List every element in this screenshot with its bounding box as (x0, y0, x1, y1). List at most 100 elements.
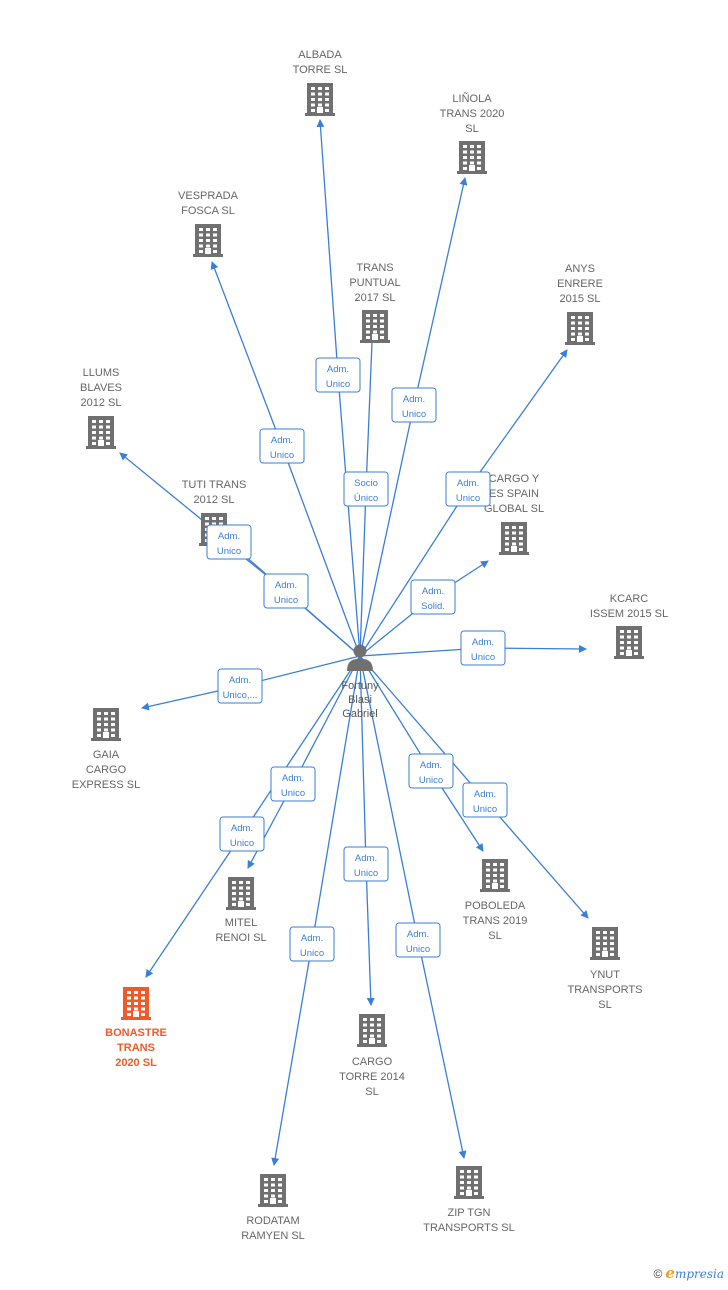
company-label: GLOBAL SL (484, 503, 544, 515)
role-label-text: Unico (456, 493, 480, 504)
role-label-kcarc: Adm. Unico (460, 630, 506, 666)
role-label-llums: Adm.Unico (206, 524, 252, 560)
building-icon (565, 312, 595, 345)
role-label-ziptgn: Adm. Unico (395, 922, 441, 958)
building-icon (91, 708, 121, 741)
role-label-text: Adm. (407, 929, 429, 940)
company-label: BONASTRE (105, 1027, 167, 1039)
role-label-text: Unico (281, 788, 305, 799)
building-icon (305, 83, 335, 116)
role-label-linola: Adm.Unico (391, 387, 437, 423)
company-label: CARGO (352, 1056, 393, 1068)
building-icon (258, 1174, 288, 1207)
building-icon (499, 522, 529, 555)
company-label: TRANSPORTS SL (423, 1222, 515, 1234)
role-label-text: Unico (406, 944, 430, 955)
company-label: TORRE 2014 (339, 1071, 405, 1083)
company-label: SL (598, 999, 611, 1011)
company-label: TRANS (117, 1042, 155, 1054)
company-label: 2017 SL (355, 292, 396, 304)
role-label-text: Unico (473, 804, 497, 815)
company-label: TORRE SL (293, 64, 348, 76)
role-label-text: Unico (270, 450, 294, 461)
building-icon (457, 141, 487, 174)
role-label-text: Adm. (474, 789, 496, 800)
company-node-ziptgn[interactable]: ZIP TGN TRANSPORTS SL (423, 1166, 515, 1234)
role-label-text: Unico (471, 652, 495, 663)
role-label-bonastre: Adm.Unico (219, 816, 265, 852)
company-label: ZIP TGN (448, 1207, 491, 1219)
company-label: ENRERE (557, 278, 603, 290)
company-label: TUTI TRANS (182, 479, 247, 491)
company-label: 2012 SL (194, 494, 235, 506)
company-label: TRANS 2019 (463, 915, 528, 927)
company-node-albada[interactable]: ALBADA TORRE SL (293, 49, 348, 116)
person-label: Gabriel (342, 708, 377, 720)
role-label-text: Adm. (355, 853, 377, 864)
role-label-mitel: Adm. Unico (270, 766, 316, 802)
role-label-text: Unico (326, 379, 350, 390)
company-label: CARGO Y (489, 473, 540, 485)
company-label: CARGO (86, 764, 127, 776)
role-label-text: Unico (274, 595, 298, 606)
brand-name: mpresia (674, 1267, 724, 1281)
role-label-gaia: Adm.Unico,... (217, 668, 263, 704)
role-label-vesprada: Adm. Unico (259, 428, 305, 464)
role-label-cargospain: Adm.Solid. (410, 579, 456, 615)
role-label-text: Unico (217, 546, 241, 557)
company-label: KCARC (610, 593, 649, 605)
edge-to-rodatam (271, 655, 361, 1166)
role-label-ynut: Adm. Unico (462, 782, 508, 818)
company-label: SL (365, 1086, 378, 1098)
role-label-text: Socio (354, 478, 378, 489)
company-label: RAMYEN SL (241, 1230, 305, 1242)
company-label: 2012 SL (81, 397, 122, 409)
role-label-text: Adm. (327, 364, 349, 375)
role-label-text: Adm. (472, 637, 494, 648)
role-label-anys: Adm. Unico (445, 471, 491, 507)
company-node-mitel[interactable]: MITEL RENOI SL (215, 877, 267, 944)
role-label-text: Adm. (271, 435, 293, 446)
role-label-cargotorre: Adm.Unico (343, 846, 389, 882)
company-label: PUNTUAL (349, 277, 400, 289)
company-label: TRANS 2020 (440, 108, 505, 120)
role-label-text: Unico (419, 775, 443, 786)
role-label-text: Unico (230, 838, 254, 849)
company-label: MITEL (225, 917, 257, 929)
role-label-text: Adm. (457, 478, 479, 489)
company-label: SL (488, 930, 501, 942)
company-label: TRANS (356, 262, 393, 274)
building-icon (86, 416, 116, 449)
company-node-transpuntual[interactable]: TRANS PUNTUAL 2017 SL (349, 262, 401, 343)
company-label: BLAVES (80, 382, 122, 394)
company-label: 2015 SL (560, 293, 601, 305)
company-label: FOSCA SL (181, 205, 235, 217)
role-label-text: Adm. (282, 773, 304, 784)
company-label: SL (465, 123, 478, 135)
company-label: ALBADA (298, 49, 342, 61)
brand-initial: e (665, 1264, 675, 1282)
company-label: YNUT (590, 969, 620, 981)
role-label-text: Unico (402, 409, 426, 420)
role-label-text: Adm. (420, 760, 442, 771)
company-label: RENOI SL (215, 932, 266, 944)
person-label: Blasi (348, 694, 372, 706)
building-icon (121, 987, 151, 1020)
building-icon (357, 1014, 387, 1047)
building-icon (226, 877, 256, 910)
